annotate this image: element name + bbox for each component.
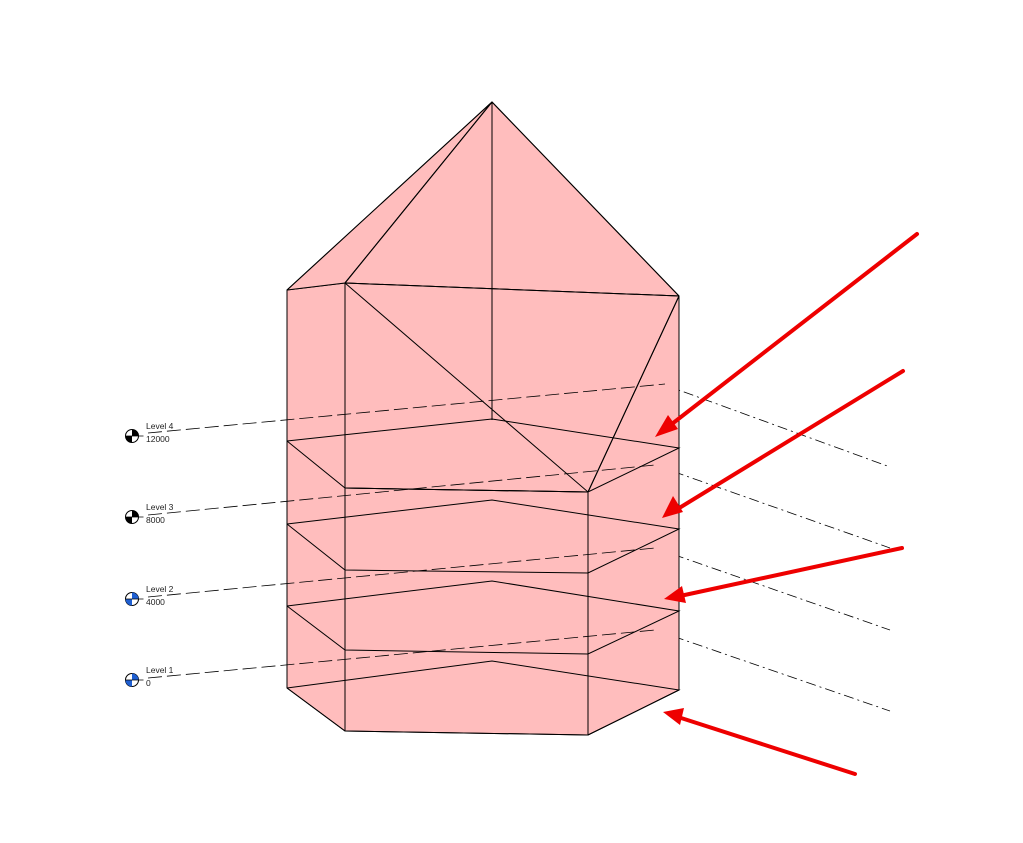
annotation-arrows	[655, 232, 919, 776]
level-elevation: 8000	[146, 515, 165, 525]
level-head-icon[interactable]	[125, 592, 144, 606]
arrow-annotation-4	[663, 708, 857, 776]
level-elevation: 4000	[146, 597, 165, 607]
level-elevation: 12000	[146, 434, 170, 444]
level-head-icon[interactable]	[125, 510, 144, 524]
level-name: Level 2	[146, 584, 174, 594]
level-head-4[interactable]: Level 4 12000	[125, 421, 174, 444]
level-elevation: 0	[146, 678, 151, 688]
mass-model[interactable]	[286, 101, 681, 736]
level-head-1[interactable]: Level 1 0	[125, 665, 174, 688]
level-name: Level 1	[146, 665, 174, 675]
floor-slice-level-4	[286, 418, 681, 493]
mass-face-left[interactable]	[286, 282, 346, 732]
level-head-3[interactable]: Level 3 8000	[125, 502, 174, 525]
arrow-annotation-1	[655, 232, 919, 437]
arrow-annotation-3	[664, 546, 904, 603]
level-head-icon[interactable]	[125, 673, 144, 687]
floor-slice-level-2	[286, 580, 681, 655]
level-lines-back	[654, 384, 891, 712]
floor-slice-level-1	[286, 660, 681, 736]
floor-slice-level-3	[286, 499, 681, 574]
level-name: Level 3	[146, 502, 174, 512]
level-head-icon[interactable]	[125, 429, 144, 443]
arrow-annotation-2	[662, 369, 905, 518]
level-head-2[interactable]: Level 2 4000	[125, 584, 174, 607]
level-name: Level 4	[146, 421, 174, 431]
level-lines	[147, 383, 666, 679]
